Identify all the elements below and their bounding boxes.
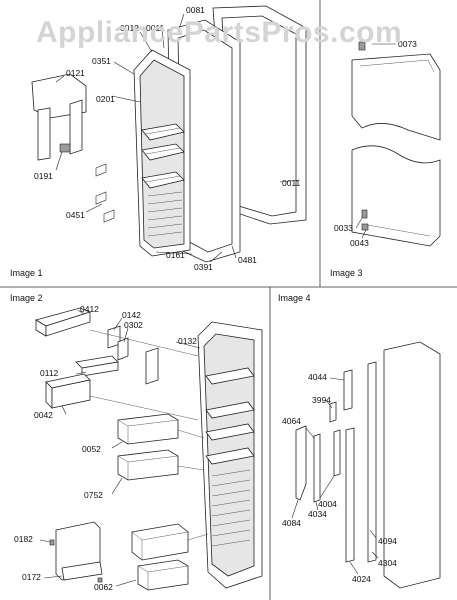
hinge-parts-0451 (95, 163, 115, 223)
part-labels: 0081 0012 0011 0351 0121 0201 0191 0011 … (14, 5, 417, 592)
strip-4004 (333, 429, 341, 477)
label-4084: 4084 (282, 518, 301, 528)
label-0081: 0081 (186, 5, 205, 15)
label-0132: 0132 (178, 336, 197, 346)
label-4094: 4094 (378, 536, 397, 546)
label-0351: 0351 (92, 56, 111, 66)
bin-0042-front (51, 379, 91, 409)
door-bin-0062 (137, 559, 189, 591)
label-0481: 0481 (238, 255, 257, 265)
label-0043: 0043 (350, 238, 369, 248)
label-0451: 0451 (66, 210, 85, 220)
door-bin-0752 (117, 449, 179, 481)
label-4034: 4034 (308, 509, 327, 519)
label-4044: 4044 (308, 372, 327, 382)
trim-panel-top-edge (359, 59, 435, 73)
bracket-0302 (117, 337, 129, 361)
label-0412: 0412 (80, 304, 99, 314)
screw-0182 (49, 539, 55, 546)
cover-0172-base (61, 561, 103, 581)
label-0391: 0391 (194, 262, 213, 272)
label-4004: 4004 (318, 499, 337, 509)
label-4304: 4304 (378, 558, 397, 568)
liner-ridges (147, 191, 183, 237)
image1-leaders (55, 13, 301, 263)
image1-title: Image 1 (10, 268, 43, 278)
handle-4084 (295, 425, 307, 501)
label-0033: 0033 (334, 223, 353, 233)
screw-0182b (97, 577, 103, 583)
bin-0412-front (45, 311, 91, 337)
shelf-1 (141, 123, 185, 141)
image4-title: Image 4 (278, 293, 311, 303)
image4-leaders (291, 377, 379, 575)
trim-strip-4024 (345, 427, 355, 563)
clip-0043 (361, 223, 369, 231)
image1-drawing: Image 1 (10, 5, 307, 278)
label-0052: 0052 (82, 444, 101, 454)
door-bin-0052 (117, 413, 179, 445)
label-0161: 0161 (166, 250, 185, 260)
dispenser-right-rail (69, 99, 83, 155)
label-3994: 3994 (312, 395, 331, 405)
image2-liner-shelves (205, 367, 255, 547)
image3-title: Image 3 (330, 268, 363, 278)
label-0172: 0172 (22, 572, 41, 582)
shelf-bar-0112-front (81, 361, 119, 377)
image4-drawing: Image 4 (278, 293, 441, 589)
trim-strip-4044 (343, 369, 353, 411)
label-0121: 0121 (66, 68, 85, 78)
label-0011-right: 0011 (282, 178, 301, 188)
label-0302: 0302 (124, 320, 143, 330)
label-0752: 0752 (84, 490, 103, 500)
label-0011-top: 0011 (146, 23, 165, 33)
trim-panel-bottom (351, 145, 441, 247)
dispenser-left-rail (37, 107, 51, 161)
label-0142: 0142 (122, 310, 141, 320)
image2-title: Image 2 (10, 293, 43, 303)
clip-0033 (361, 209, 368, 219)
shelf-3 (141, 171, 185, 189)
bracket-0132 (145, 347, 159, 385)
image2-drawing: Image 2 (10, 293, 263, 591)
image2-leaders (39, 309, 209, 587)
shelf-2 (141, 143, 185, 161)
door-bin-upper-0062 (131, 523, 189, 561)
dispenser-switch-0191 (59, 143, 71, 153)
label-0112: 0112 (40, 368, 59, 378)
screw-0073 (358, 41, 366, 51)
door-panel-image4 (383, 341, 441, 589)
trim-4034 (313, 433, 321, 503)
label-0191: 0191 (34, 171, 53, 181)
label-4024: 4024 (352, 574, 371, 584)
label-0042: 0042 (34, 410, 53, 420)
label-4064: 4064 (282, 416, 301, 426)
label-0182: 0182 (14, 534, 33, 544)
watermark: AppliancePartsPros.com (36, 16, 402, 49)
trim-panel-bottom-edge (361, 223, 431, 237)
trim-panel-top (351, 53, 441, 141)
clip-3994 (329, 401, 337, 423)
image3-drawing: Image 3 (330, 41, 441, 278)
label-0201: 0201 (96, 94, 115, 104)
label-0012: 0012 (120, 23, 139, 33)
label-0062: 0062 (94, 582, 113, 592)
trim-strip-4304 (367, 361, 377, 563)
label-0073: 0073 (398, 39, 417, 49)
liner-shelves (141, 123, 185, 189)
